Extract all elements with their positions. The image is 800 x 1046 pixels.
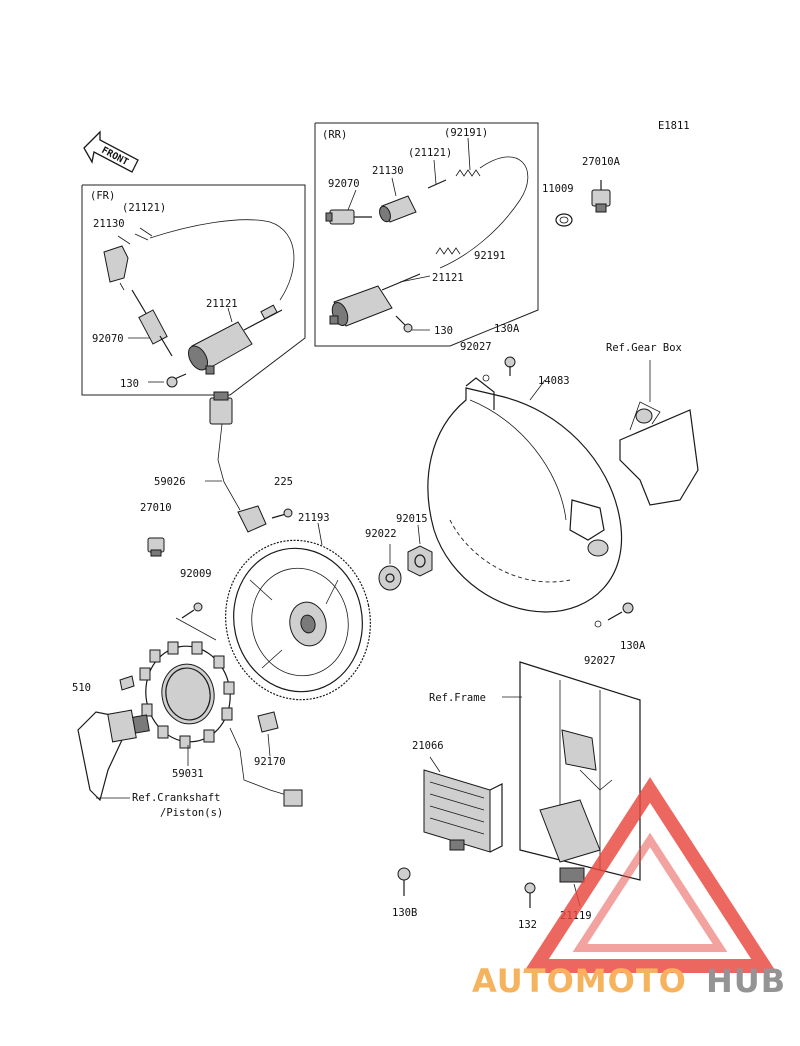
label-132: 132 [518,919,537,931]
label-fr-130: 130 [120,378,139,390]
label-rr-92070: 92070 [328,178,360,190]
watermark-part2: HUB [706,962,786,1000]
flywheel-21193 [225,539,371,701]
frame-ref [519,661,641,881]
bolt-130b-icon [397,867,411,896]
neutral-switch-27010-icon [147,537,165,557]
stator-59031 [139,641,303,807]
label-11009: 11009 [542,183,574,195]
screw-132-icon [524,882,536,908]
front-arrow-icon: FRONT [83,130,139,173]
label-59026: 59026 [154,476,186,488]
label-92015: 92015 [396,513,428,525]
ignitor-21119 [539,799,601,883]
automotohub-logo: AUTOMOTO HUB [472,777,786,1000]
spring-mid-rr-icon [435,247,461,255]
label-fr-21121: 21121 [206,298,238,310]
label-27010: 27010 [140,502,172,514]
spark-plug-fr-icon [131,289,173,357]
label-510: 510 [72,682,91,694]
pickup-coil-lead-59026 [209,391,267,533]
rr-group: (RR) [314,122,539,347]
key-510-icon [119,675,135,691]
label-92022: 92022 [365,528,397,540]
rr-group-label: (RR) [322,129,347,141]
label-fr-92070: 92070 [92,333,124,345]
bolt-130-fr-icon [166,373,187,388]
ref-crankshaft-line1: Ref.Crankshaft [132,792,221,804]
ignition-coil-fr-icon [188,304,283,375]
label-rr-21121-paren: (21121) [408,147,452,159]
label-fr-21121-paren: (21121) [122,202,166,214]
label-130a-top: 130A [494,323,520,335]
bolt-130a-top-icon [482,356,516,382]
label-21066: 21066 [412,740,444,752]
label-225: 225 [274,476,293,488]
label-rr-92191: 92191 [474,250,506,262]
label-92170: 92170 [254,756,286,768]
label-rr-92191-paren: (92191) [444,127,488,139]
washer-11009-icon [555,213,573,227]
ref-crankshaft-line2: /Piston(s) [160,807,223,819]
label-27010a: 27010A [582,156,621,168]
watermark-part1: AUTOMOTO [472,962,687,1000]
oil-switch-27010a-icon [591,180,611,213]
label-92027-bottom: 92027 [584,655,616,667]
screw-92009-icon [175,602,217,641]
label-rr-21121: 21121 [432,272,464,284]
nut-92015-icon [407,545,433,577]
spark-plug-rr-icon [325,209,372,225]
clamp-92170-icon [257,711,279,733]
label-59031: 59031 [172,768,204,780]
label-21193: 21193 [298,512,330,524]
spring-top-rr-icon [455,169,481,177]
fr-group: (FR) [81,184,306,396]
label-130b: 130B [392,907,417,919]
ignition-coil-rr-icon [329,273,421,327]
regulator-rectifier-21066 [423,769,503,853]
bolt-130a-bottom-icon [594,602,634,628]
label-rr-21130: 21130 [372,165,404,177]
screw-225-icon [271,508,293,519]
label-92027-top: 92027 [460,341,492,353]
ref-frame: Ref.Frame [429,692,486,704]
plug-cap-fr-icon [103,227,153,283]
label-92009: 92009 [180,568,212,580]
gear-box-bracket [619,360,699,506]
plug-cap-rr-icon [379,195,417,223]
fr-group-label: (FR) [90,190,115,202]
diagram-code: E1811 [658,120,690,132]
label-14083: 14083 [538,375,570,387]
label-130a-bottom: 130A [620,640,646,652]
washer-92022-icon [378,565,402,591]
bolt-130-rr-icon [395,315,413,333]
label-fr-21130: 21130 [93,218,125,230]
ref-gear-box: Ref.Gear Box [606,342,682,354]
crankshaft-ref [77,709,150,802]
label-rr-130: 130 [434,325,453,337]
fan-housing-14083 [427,377,623,613]
